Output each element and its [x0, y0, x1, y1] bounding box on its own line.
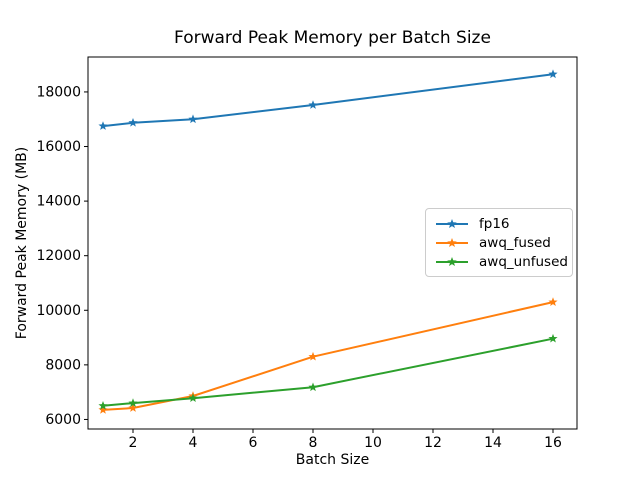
x-tick-label: 10 — [364, 435, 382, 451]
y-tick-label: 10000 — [36, 303, 81, 319]
legend-item-fp16: fp16 — [434, 214, 564, 233]
y-tick-label: 8000 — [45, 357, 81, 373]
x-tick-label: 2 — [129, 435, 138, 451]
legend-line-star-swatch — [436, 218, 468, 228]
legend-label: fp16 — [479, 215, 510, 232]
y-tick-label: 16000 — [36, 139, 81, 155]
x-axis-label: Batch Size — [295, 452, 370, 468]
data-point-fp16-b16 — [548, 69, 558, 79]
y-tick-label: 12000 — [36, 248, 81, 264]
x-tick-label: 4 — [189, 435, 198, 451]
y-tick-label: 14000 — [36, 194, 81, 210]
legend-label: awq_fused — [479, 234, 551, 251]
x-tick-label: 16 — [544, 435, 562, 451]
legend-swatch-star-icon — [447, 237, 457, 247]
legend-line-star-swatch — [436, 237, 468, 247]
series-line-awq_unfused — [102, 337, 554, 407]
legend-item-awq-fused: awq_fused — [434, 233, 564, 252]
series-line-fp16 — [102, 73, 554, 128]
legend: fp16 awq_fused awq_unfused — [425, 208, 573, 277]
data-point-fp16-b8 — [308, 100, 318, 109]
data-point-awq_fused-b16 — [548, 297, 558, 306]
data-point-awq_fused-b1 — [98, 405, 108, 414]
legend-label: awq_unfused — [479, 253, 568, 270]
data-point-awq_unfused-b16 — [548, 333, 558, 343]
x-tick-label: 8 — [309, 435, 318, 451]
legend-line-star-swatch — [436, 256, 468, 266]
data-point-fp16-b1 — [98, 121, 108, 130]
plot-border — [87, 56, 578, 430]
data-point-awq_fused-b8 — [308, 351, 318, 361]
x-tick-label: 6 — [249, 435, 258, 451]
data-point-awq_fused-b2 — [128, 403, 138, 412]
data-point-fp16-b4 — [188, 114, 198, 124]
x-tick-label: 14 — [484, 435, 502, 451]
x-tick-label: 12 — [424, 435, 442, 451]
legend-swatch-star-icon — [447, 256, 457, 266]
series-line-awq_fused — [102, 301, 554, 411]
chart-title: Forward Peak Memory per Batch Size — [174, 28, 491, 48]
data-point-awq_unfused-b8 — [308, 382, 318, 392]
data-point-awq_unfused-b2 — [128, 398, 138, 407]
data-point-awq_unfused-b4 — [188, 393, 198, 403]
data-point-awq_unfused-b1 — [98, 401, 108, 410]
y-tick-label: 6000 — [45, 412, 81, 428]
y-tick-label: 18000 — [36, 84, 81, 100]
data-point-fp16-b2 — [128, 117, 138, 127]
legend-swatch-star-icon — [447, 218, 457, 228]
legend-item-awq-unfused: awq_unfused — [434, 252, 568, 271]
